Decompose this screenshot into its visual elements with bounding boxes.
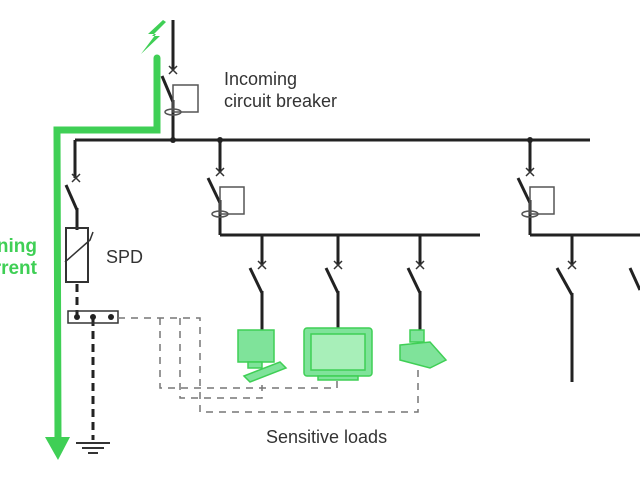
incoming-breaker-line2: circuit breaker (224, 91, 338, 111)
ground-icon (76, 442, 110, 454)
breaker-trip-units (164, 84, 555, 218)
printer-icon (399, 329, 448, 369)
wiring (64, 20, 640, 382)
earth-wires (75, 284, 95, 440)
incoming-breaker-label: Incoming circuit breaker (224, 68, 337, 112)
computer-icon (237, 329, 288, 383)
lightning-label-line1: Lightning (0, 236, 37, 257)
sensitive-loads-label: Sensitive loads (266, 427, 388, 447)
lightning-label-line2: current (0, 258, 37, 279)
lightning-bolt-icon (141, 20, 166, 54)
spd-symbol (64, 227, 94, 283)
lightning-current-path (45, 54, 161, 460)
monitor-icon (303, 327, 373, 381)
earth-bar (67, 310, 119, 324)
incoming-breaker-line1: Incoming (224, 69, 298, 89)
load-earth-conductors (118, 317, 419, 413)
spd-label: SPD (106, 247, 144, 267)
lightning-current-label: Lightning current (0, 236, 37, 280)
junction-dots (170, 137, 533, 143)
arrow-down-icon (45, 437, 70, 460)
contact-marks (71, 65, 577, 270)
